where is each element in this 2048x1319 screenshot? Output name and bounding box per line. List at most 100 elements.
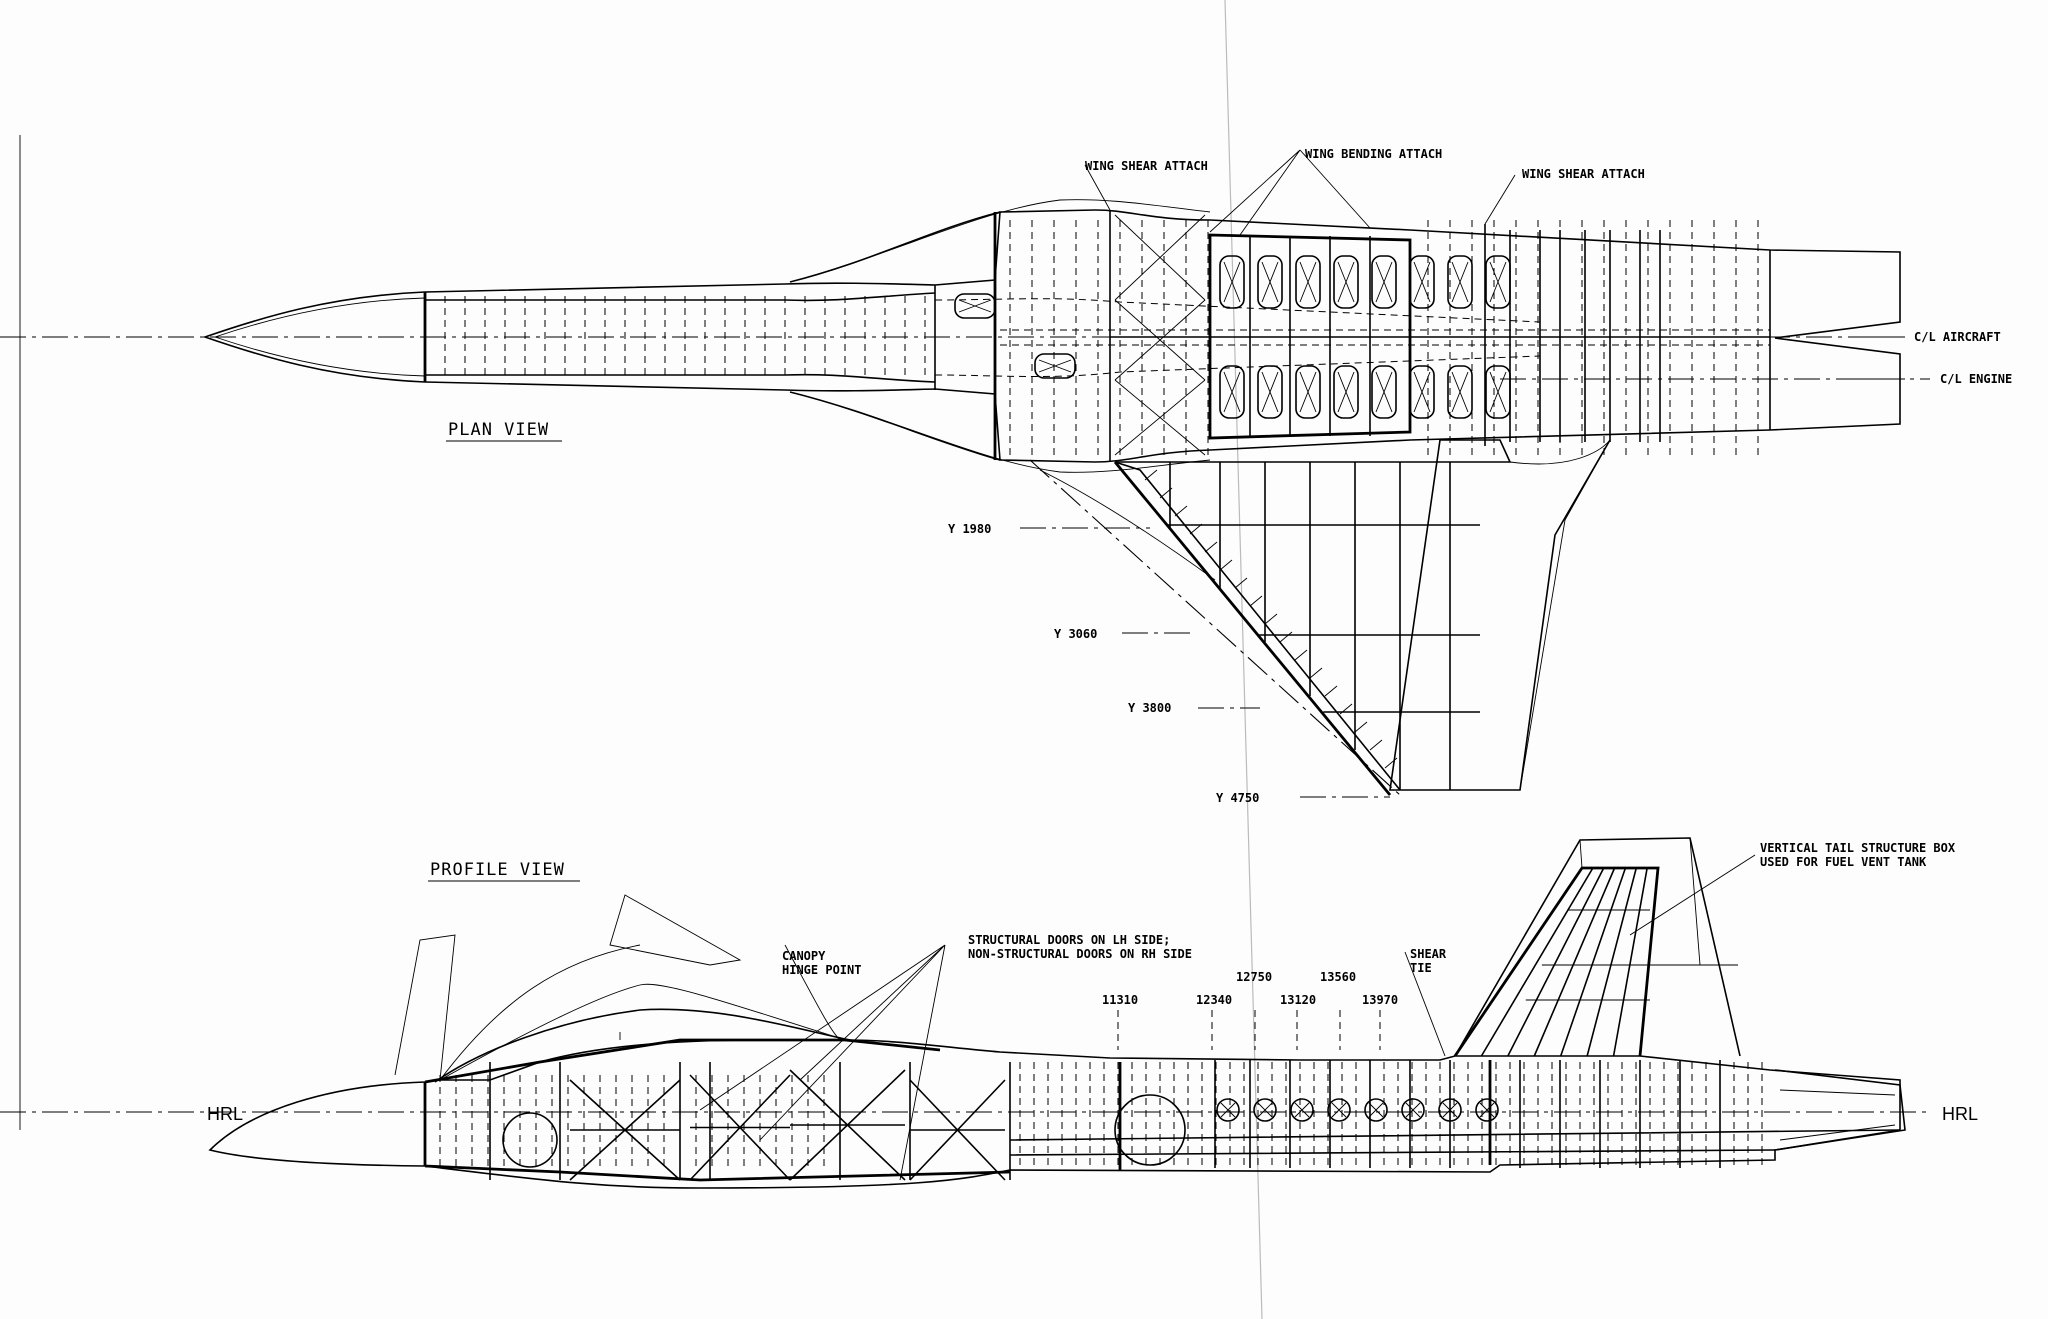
callout-canopy-line1: CANOPY	[782, 949, 826, 963]
wing-hatch	[1144, 469, 1158, 481]
fuselage-outline	[202, 209, 1901, 463]
hrl-label-left: HRL	[207, 1104, 243, 1124]
fold-line	[1224, 0, 1263, 1319]
door-cross	[789, 1069, 906, 1181]
access-panel	[1409, 255, 1435, 309]
leader-vertical-tail-box	[1629, 854, 1756, 936]
wing-hatch	[1189, 523, 1203, 535]
profile-bay-circles	[1216, 1098, 1499, 1122]
access-panel-cross	[1413, 261, 1431, 303]
callout-wing-shear-attach-aft: WING SHEAR ATTACH	[1522, 167, 1645, 181]
profile-nozzle-flaps	[1779, 1089, 1896, 1141]
canopy-swing-arc	[439, 944, 641, 1081]
tail-spar	[1507, 867, 1605, 1057]
plan-wing-ribs	[1144, 462, 1480, 790]
access-panel	[1295, 255, 1321, 309]
tail-spar	[1480, 867, 1594, 1057]
access-panel	[1485, 365, 1511, 419]
tail-spar	[1533, 867, 1616, 1057]
vertical-tail-box	[1453, 866, 1660, 1057]
profile-door-crosses	[569, 1069, 1006, 1181]
station-11310: 11310	[1102, 993, 1138, 1007]
wing-hatch	[1204, 541, 1218, 553]
station-y1980: Y 1980	[948, 522, 991, 536]
profile-longerons	[424, 1038, 1011, 1182]
access-panel	[1371, 255, 1397, 309]
wing-hatch	[1279, 631, 1293, 643]
access-panel-cross	[1223, 261, 1241, 303]
access-panel-cross	[958, 299, 992, 313]
access-panel	[1485, 255, 1511, 309]
callout-cl-engine: C/L ENGINE	[1940, 372, 2012, 386]
profile-frames	[439, 1060, 1763, 1180]
wing-hatch	[1219, 559, 1233, 571]
access-panel	[1371, 365, 1397, 419]
profile-view-group	[0, 837, 1930, 1189]
station-y4750: Y 4750	[1216, 791, 1259, 805]
access-panel	[1447, 365, 1473, 419]
bay-circle	[1364, 1098, 1388, 1122]
main-gear-wheel	[1114, 1094, 1186, 1166]
bay-circle-cross	[1294, 1102, 1310, 1118]
bay-circle-cross	[1442, 1102, 1458, 1118]
access-panel-cross	[1299, 261, 1317, 303]
plan-brace-cross	[1114, 214, 1206, 301]
bay-circle-cross	[1220, 1102, 1236, 1118]
leader-wing-shear-fwd	[1084, 164, 1111, 211]
callout-vtail-line1: VERTICAL TAIL STRUCTURE BOX	[1760, 841, 1956, 855]
wing-le-inner	[1114, 461, 1401, 791]
wing-leading-edge	[1113, 461, 1392, 796]
wing-hatch	[1354, 721, 1368, 733]
station-y3060: Y 3060	[1054, 627, 1097, 641]
access-panel-cross	[1337, 371, 1355, 413]
access-panel	[1219, 255, 1245, 309]
profile-lower-lines	[1009, 1129, 1901, 1156]
plan-view-title: PLAN VIEW	[448, 420, 549, 440]
profile-station-ticks	[1117, 1010, 1381, 1050]
bay-circle	[1216, 1098, 1240, 1122]
bay-circle	[1290, 1098, 1314, 1122]
duct-centerlines	[1000, 329, 1770, 346]
seat-headrest-open	[394, 934, 456, 1081]
callout-wing-bending-attach: WING BENDING ATTACH	[1305, 147, 1442, 161]
vertical-tail-outline	[1454, 837, 1741, 1057]
bay-circle-cross	[1479, 1102, 1495, 1118]
access-panel	[1295, 365, 1321, 419]
nose-inner	[214, 297, 426, 377]
plan-brace-cross	[1114, 379, 1206, 456]
callout-canopy-line2: HINGE POINT	[782, 963, 861, 977]
plan-access-panels	[954, 214, 1511, 456]
canopy-open-arc	[439, 983, 846, 1081]
bay-circle-cross	[1405, 1102, 1421, 1118]
plan-view-group	[0, 149, 1930, 798]
bay-circle	[1401, 1098, 1425, 1122]
access-panel	[1034, 353, 1076, 379]
leader-structural-doors	[699, 944, 946, 1181]
hrl-label-right: HRL	[1942, 1104, 1978, 1124]
station-13120: 13120	[1280, 993, 1316, 1007]
profile-fuselage-outline	[208, 1039, 1901, 1189]
access-panel-cross	[1451, 261, 1469, 303]
vertical-tail-rudder	[1579, 837, 1701, 966]
wing-hatch	[1159, 487, 1173, 499]
wing-hatch	[1249, 595, 1263, 607]
tail-spar	[1586, 867, 1638, 1057]
access-panel	[1447, 255, 1473, 309]
access-panel-cross	[1375, 371, 1393, 413]
profile-tail-ribs	[1480, 867, 1650, 1057]
plan-brace-cross	[1114, 299, 1206, 381]
access-panel-cross	[1413, 371, 1431, 413]
plan-frames	[444, 220, 1770, 455]
access-panel-cross	[1451, 371, 1469, 413]
callout-shear-tie-line1: SHEAR	[1410, 947, 1447, 961]
wing-hatch	[1384, 757, 1398, 769]
callout-vtail-line2: USED FOR FUEL VENT TANK	[1760, 855, 1927, 869]
profile-view-title: PROFILE VIEW	[430, 860, 565, 880]
access-panel-cross	[1489, 261, 1507, 303]
leader-wing-shear-aft	[1484, 174, 1516, 225]
wing-hatch	[1234, 577, 1248, 589]
access-panel-cross	[1261, 371, 1279, 413]
leader-centerlines	[1860, 336, 1905, 380]
wing-hatch	[1264, 613, 1278, 625]
bay-circle	[1475, 1098, 1499, 1122]
